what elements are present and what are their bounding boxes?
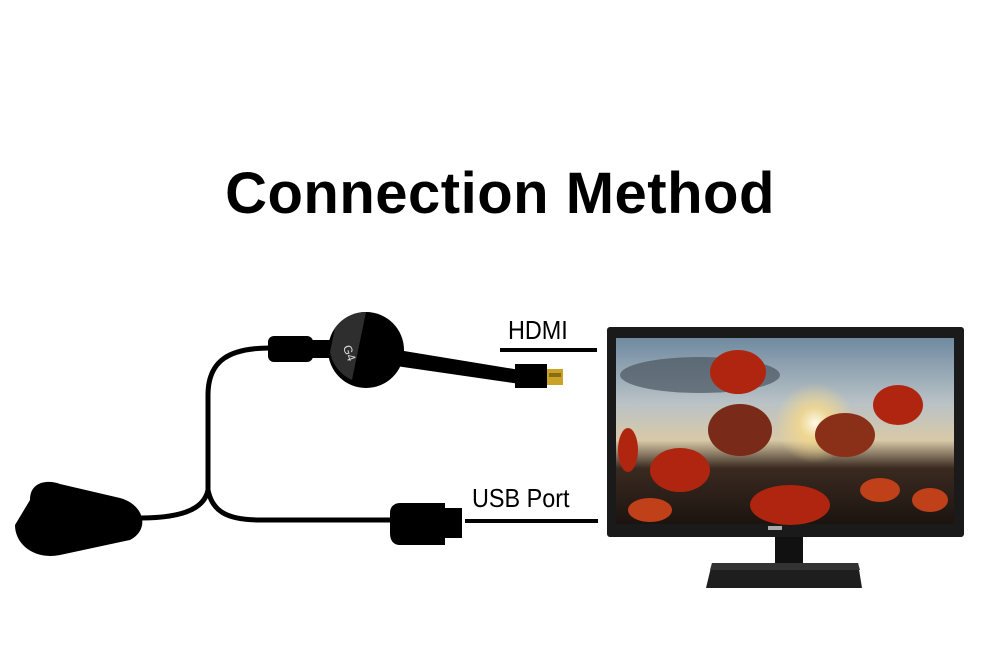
hdmi-label: HDMI [508,315,568,345]
g4-dongle: G4 [328,312,563,388]
brand-logo [768,526,782,530]
usb-label-underline [465,519,598,523]
micro-usb-plug [268,336,332,362]
usb-port-label: USB Port [472,483,570,513]
power-adapter [15,481,143,556]
y-cable [139,345,395,523]
svg-text:G4: G4 [340,343,359,363]
usb-plug [390,503,462,545]
monitor [607,327,964,588]
hdmi-label-underline [500,348,597,352]
page-title: Connection Method [225,161,775,226]
